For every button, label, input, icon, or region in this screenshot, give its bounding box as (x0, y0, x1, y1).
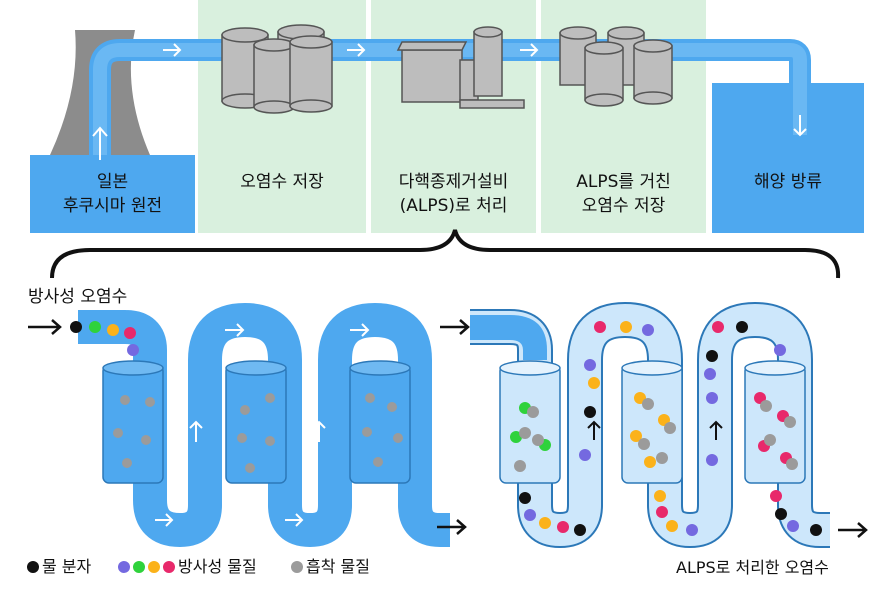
output-label: ALPS로 처리한 오염수 (676, 558, 829, 577)
stage-label-storage: 오염수 저장 (240, 172, 324, 192)
treated-tanks (559, 26, 673, 107)
legend-radioactive: 방사성 물질 (178, 557, 257, 576)
curly-brace (50, 229, 841, 279)
legend-water: 물 분자 (42, 557, 92, 576)
legend-adsorbent: 흡착 물질 (306, 557, 370, 576)
left-flow-arrows (155, 323, 370, 527)
left-input-dots (70, 321, 139, 356)
input-label: 방사성 오염수 (28, 287, 128, 307)
stage-label-alps: 다핵종제거설비(ALPS)로 처리 (398, 172, 509, 216)
legend-dots (27, 561, 303, 573)
right-flow-arrows (587, 420, 723, 440)
top-pipe-arrows (92, 43, 807, 160)
storage-tanks (221, 24, 333, 114)
io-arrows (28, 319, 868, 538)
right-dots (510, 321, 822, 536)
left-adsorbent-dots (113, 393, 403, 473)
ocean-block (712, 83, 864, 233)
stage-panel-alps (371, 0, 536, 233)
stage-label-release: 해양 방류 (754, 172, 822, 192)
alps-facility (396, 26, 525, 109)
left-filter-system (78, 302, 450, 548)
plant-block (30, 155, 195, 233)
